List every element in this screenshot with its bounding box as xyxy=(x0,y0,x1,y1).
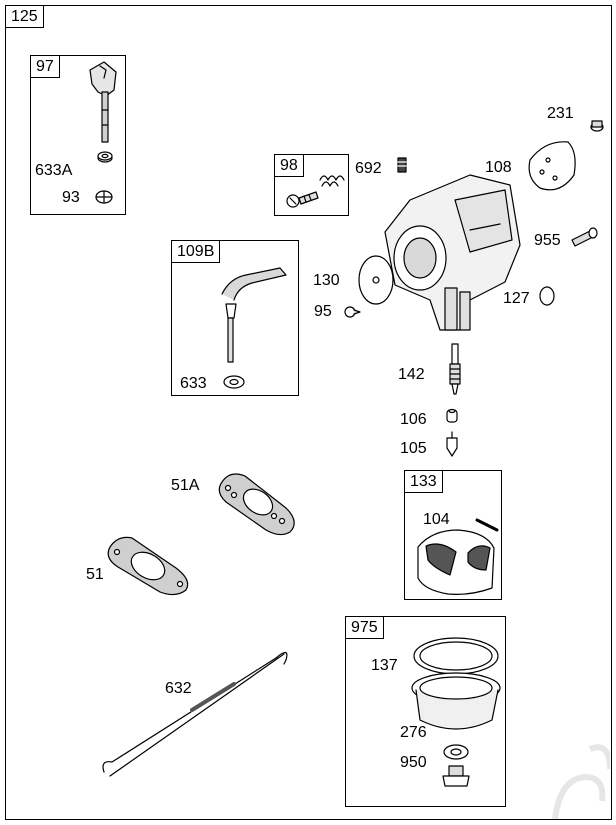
spring-692-part xyxy=(397,157,407,173)
part-label-93: 93 xyxy=(62,189,80,206)
screw-231-part xyxy=(590,120,604,132)
kit-label-975: 975 xyxy=(345,616,384,639)
kit-label-109B: 109B xyxy=(171,240,221,263)
needle-142-part xyxy=(449,343,461,395)
kit-box-109B: 109B xyxy=(171,240,299,396)
watermark-logo xyxy=(552,744,610,819)
plate-108-part xyxy=(528,141,576,191)
idle-screw-part xyxy=(286,191,319,208)
part-label-276: 276 xyxy=(400,724,427,741)
part-label-108: 108 xyxy=(485,159,512,176)
part-106 xyxy=(446,408,458,423)
part-label-105: 105 xyxy=(400,440,427,457)
part-label-231: 231 xyxy=(547,105,574,122)
part-105 xyxy=(446,431,458,457)
gasket-51-part xyxy=(107,536,189,596)
part-label-51A: 51A xyxy=(171,477,200,494)
seal-633A-part xyxy=(97,151,113,163)
kit-box-98: 98 xyxy=(274,154,349,216)
throttle-plate-130-part xyxy=(358,255,394,305)
screw-95-part xyxy=(344,306,361,318)
part-label-955: 955 xyxy=(534,232,561,249)
plug-127-part xyxy=(539,286,555,306)
kit-box-97: 97 xyxy=(30,55,126,215)
kit-box-975: 975 xyxy=(345,616,506,807)
part-label-51: 51 xyxy=(86,566,104,583)
seal-633-part xyxy=(223,375,245,389)
bowl-gasket-137-part xyxy=(413,637,499,675)
part-label-692: 692 xyxy=(355,160,382,177)
part-label-104: 104 xyxy=(423,511,450,528)
float-133-part xyxy=(417,518,499,595)
part-label-130: 130 xyxy=(313,272,340,289)
kit-label-97: 97 xyxy=(30,55,60,78)
washer-276-part xyxy=(443,744,469,760)
kit-box-133: 133 xyxy=(404,470,502,600)
part-label-633A: 633A xyxy=(35,162,73,179)
carburetor-body-part xyxy=(384,174,521,331)
part-label-137: 137 xyxy=(371,657,398,674)
part-label-106: 106 xyxy=(400,411,427,428)
linkage-rod-632-part xyxy=(102,651,288,777)
part-label-142: 142 xyxy=(398,366,425,383)
part-label-95: 95 xyxy=(314,303,332,320)
kit-label-98: 98 xyxy=(274,154,304,177)
screw-955-part xyxy=(571,227,598,247)
float-bowl-part xyxy=(411,672,501,730)
spring-98-part xyxy=(319,175,345,187)
diagram-frame: 125 xyxy=(5,5,612,820)
part-label-950: 950 xyxy=(400,754,427,771)
gasket-51A-part xyxy=(218,473,295,536)
throttle-shaft-part xyxy=(89,61,117,143)
frame-label: 125 xyxy=(5,5,44,28)
part-label-127: 127 xyxy=(503,290,530,307)
part-label-632: 632 xyxy=(165,680,192,697)
bowl-nut-950-part xyxy=(442,765,470,787)
kit-label-133: 133 xyxy=(404,470,443,493)
part-label-633: 633 xyxy=(180,375,207,392)
choke-shaft-part xyxy=(221,267,287,363)
plug-93-part xyxy=(95,190,113,204)
